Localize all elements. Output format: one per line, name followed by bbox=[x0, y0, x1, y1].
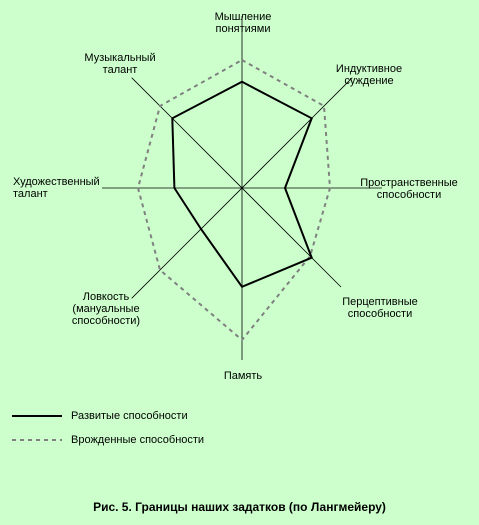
axis-line-perceptual-abilities bbox=[131, 77, 342, 288]
axis-lines bbox=[102, 16, 382, 360]
legend-innate-label: Врожденные способности bbox=[71, 434, 205, 446]
label-memory: Память bbox=[223, 370, 263, 382]
innate-abilities-polygon bbox=[136, 58, 332, 342]
figure-caption: Рис. 5. Границы наших задатков (по Лангм… bbox=[93, 500, 386, 514]
developed-abilities-polygon bbox=[171, 80, 313, 289]
legend-developed-label: Развитые способности bbox=[71, 410, 188, 422]
